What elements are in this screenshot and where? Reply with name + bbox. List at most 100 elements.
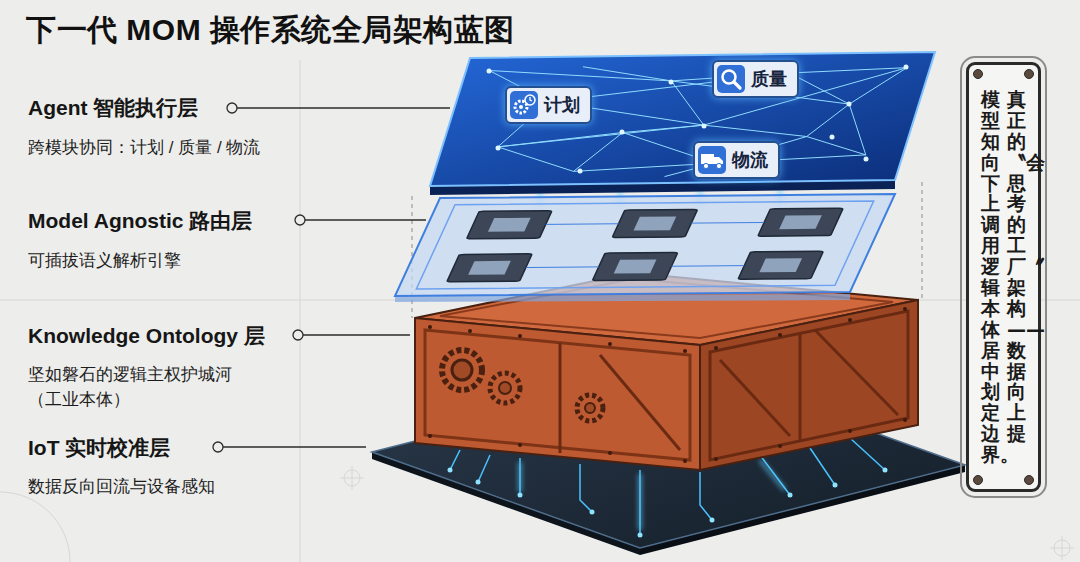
network-nodes-part bbox=[669, 80, 674, 85]
rivets-part bbox=[518, 443, 522, 447]
chip-icons-part bbox=[467, 211, 552, 239]
rivets-part bbox=[778, 444, 782, 448]
layer-heading: IoT 实时校准层 bbox=[28, 434, 170, 462]
circuit-nodes-part bbox=[883, 468, 888, 473]
badge-text: 物流 bbox=[732, 148, 768, 172]
leader-lines-part bbox=[213, 442, 223, 452]
circuit-nodes-part bbox=[590, 510, 595, 515]
circuit-nodes bbox=[448, 468, 888, 538]
rivets-part bbox=[903, 307, 907, 311]
diagram-title: 下一代 MOM 操作系统全局架构蓝图 bbox=[26, 10, 515, 51]
chip-icons-part bbox=[738, 251, 823, 279]
layer-heading: Knowledge Ontology 层 bbox=[28, 322, 265, 350]
module-icon bbox=[510, 91, 538, 119]
rivets-part bbox=[778, 333, 782, 337]
module-badge: 质量 bbox=[712, 60, 799, 98]
module-icon-part bbox=[716, 163, 721, 168]
gears-part bbox=[585, 403, 595, 413]
router-layer-part-part bbox=[416, 201, 873, 289]
ontology-box-part bbox=[700, 300, 918, 470]
rivets-part bbox=[518, 334, 522, 338]
rivets bbox=[428, 307, 907, 463]
leader-lines-part bbox=[295, 215, 305, 225]
circuit-traces-part bbox=[450, 450, 460, 470]
chip-icons-part bbox=[614, 260, 657, 274]
rivets-part bbox=[903, 418, 907, 422]
chip-icons bbox=[447, 208, 843, 282]
layer-subtitle: 坚如磐石的逻辑主权护城河 （工业本体） bbox=[28, 363, 240, 412]
crate-braces-part bbox=[559, 343, 562, 453]
router-layer-part-part bbox=[395, 194, 895, 296]
layer-subtitle: 可插拔语义解析引擎 bbox=[28, 249, 181, 274]
circuit-traces-part bbox=[639, 470, 641, 535]
chip-icons-part bbox=[468, 261, 511, 275]
rivets-part bbox=[683, 459, 687, 463]
chip-icons-part bbox=[488, 218, 531, 232]
background-grid-part bbox=[300, 60, 301, 562]
circuit-traces-part bbox=[700, 472, 712, 520]
chip-icons-part bbox=[634, 216, 677, 230]
circuit-nodes-part bbox=[833, 483, 838, 488]
circuit-traces-part bbox=[519, 458, 521, 495]
vertical-text: 模型知向下上调用逻辑，本体居中划定边界。 bbox=[981, 89, 1000, 465]
circuit-traces-part bbox=[810, 448, 835, 485]
corner-screw bbox=[973, 69, 983, 79]
circuit-nodes-part bbox=[476, 480, 481, 485]
rivets-part bbox=[714, 346, 718, 350]
module-icon bbox=[717, 65, 745, 93]
leader-lines-part bbox=[305, 219, 426, 220]
module-badge: 物流 bbox=[693, 141, 780, 179]
agent-plate bbox=[430, 52, 935, 195]
leader-lines-part bbox=[223, 446, 366, 447]
corner-screw bbox=[1024, 69, 1034, 79]
background-grid-part bbox=[1062, 536, 1063, 560]
rivets-part bbox=[714, 457, 718, 461]
module-icon-part bbox=[734, 82, 740, 88]
gears-part bbox=[452, 360, 472, 380]
chip-icons-part bbox=[779, 215, 822, 229]
module-icon-part bbox=[698, 146, 726, 174]
agent-network-part bbox=[457, 69, 605, 173]
bus-lines-part bbox=[546, 223, 619, 225]
background-grid-part bbox=[352, 466, 353, 490]
data-glow-part bbox=[638, 474, 642, 530]
gears-part bbox=[577, 395, 603, 421]
gears bbox=[442, 350, 603, 421]
rivets-part bbox=[428, 434, 432, 438]
vertical-text: 真正的〝会思考的工厂〞架构——数据向上提 bbox=[1007, 89, 1026, 465]
corner-screw bbox=[973, 475, 983, 485]
gears-part bbox=[490, 373, 520, 403]
agent-plate-part bbox=[430, 52, 935, 186]
rivets-part bbox=[608, 451, 612, 455]
chip-icons-part bbox=[592, 253, 677, 281]
crate-braces bbox=[560, 330, 898, 453]
agent-network-part bbox=[498, 68, 907, 147]
layer-subtitle: 跨模块协同：计划 / 质量 / 物流 bbox=[28, 136, 260, 161]
chip-icons-part bbox=[759, 258, 802, 272]
circuit-traces-part bbox=[850, 438, 885, 470]
ontology-box-part bbox=[415, 318, 700, 470]
bus-lines-part bbox=[526, 266, 599, 268]
ontology-box-part bbox=[710, 311, 908, 460]
layer-heading: Model Agnostic 路由层 bbox=[28, 207, 252, 235]
circuit-nodes-part bbox=[518, 493, 523, 498]
module-badge: 计划 bbox=[505, 86, 592, 124]
agent-network-part bbox=[537, 68, 907, 140]
data-glow-part bbox=[760, 460, 785, 490]
rivets-part bbox=[428, 325, 432, 329]
module-icon-part bbox=[519, 105, 523, 109]
module-icon-part bbox=[510, 91, 538, 119]
crate-braces-part bbox=[600, 355, 680, 450]
badge-text: 计划 bbox=[544, 93, 580, 117]
data-glow-part bbox=[518, 462, 522, 492]
leader-lines-part bbox=[227, 103, 237, 113]
rivets-part bbox=[468, 329, 472, 333]
leader-lines-part bbox=[293, 330, 303, 340]
guide-lines-part bbox=[922, 182, 923, 300]
module-icon-part bbox=[530, 97, 532, 101]
agent-network bbox=[455, 63, 908, 180]
chip-icons-part bbox=[612, 209, 697, 237]
crate-braces-part bbox=[720, 360, 790, 436]
